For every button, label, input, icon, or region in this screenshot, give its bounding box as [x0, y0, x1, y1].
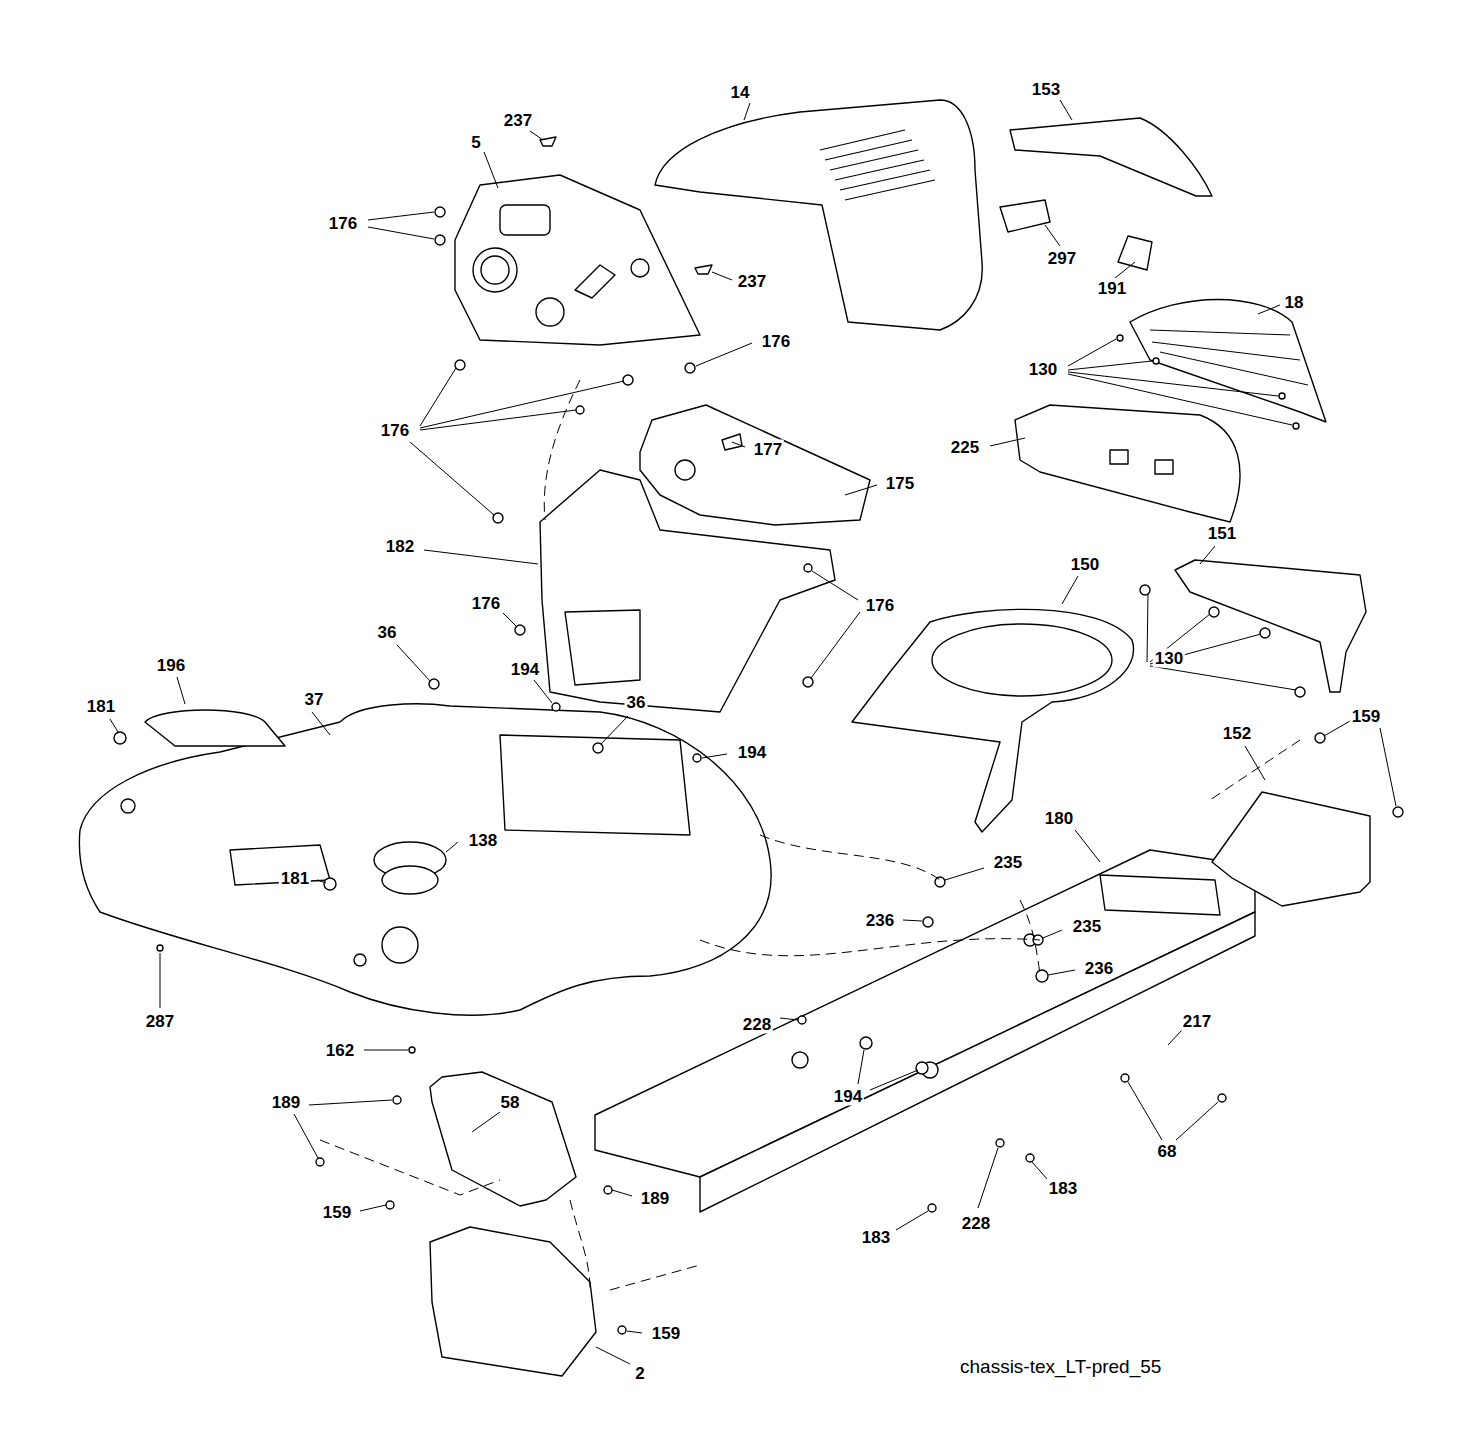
callout-number: 177: [752, 440, 784, 459]
callout-number: 58: [499, 1093, 522, 1112]
callout-number: 175: [884, 474, 916, 493]
leader-lines: [110, 100, 1396, 1364]
callout-number: 14: [729, 83, 752, 102]
callout-number: 217: [1181, 1012, 1213, 1031]
callout-number: 162: [324, 1041, 356, 1060]
callout-number: 237: [736, 272, 768, 291]
callout-number: 181: [279, 869, 311, 888]
callout-number: 235: [992, 853, 1024, 872]
callout-number: 176: [760, 332, 792, 351]
callout-number: 183: [1047, 1179, 1079, 1198]
callout-number: 236: [1083, 959, 1115, 978]
callout-number: 181: [85, 697, 117, 716]
callout-number: 287: [144, 1012, 176, 1031]
callout-number: 189: [270, 1093, 302, 1112]
callout-number: 297: [1046, 249, 1078, 268]
callout-number: 2: [633, 1364, 646, 1383]
callout-number: 196: [155, 656, 187, 675]
callout-number: 176: [327, 214, 359, 233]
callout-number: 159: [321, 1203, 353, 1222]
callout-number: 194: [736, 743, 768, 762]
callout-number: 176: [470, 594, 502, 613]
caption: chassis-tex_LT-pred_55: [960, 1356, 1161, 1378]
callout-number: 153: [1030, 80, 1062, 99]
callout-number: 36: [625, 693, 648, 712]
callout-number: 182: [384, 537, 416, 556]
callout-number: 228: [741, 1015, 773, 1034]
callout-number: 194: [509, 660, 541, 679]
callout-number: 159: [650, 1324, 682, 1343]
callout-number: 18: [1283, 293, 1306, 312]
callout-number: 237: [502, 111, 534, 130]
callout-number: 189: [639, 1189, 671, 1208]
callout-number: 37: [303, 690, 326, 709]
callout-number: 151: [1206, 524, 1238, 543]
callout-number: 194: [832, 1087, 864, 1106]
callout-number: 176: [379, 421, 411, 440]
callout-number: 5: [469, 133, 482, 152]
callout-number: 176: [864, 596, 896, 615]
callout-number: 235: [1071, 917, 1103, 936]
callout-number: 183: [860, 1228, 892, 1247]
callout-number: 36: [376, 623, 399, 642]
callout-number: 159: [1350, 707, 1382, 726]
callout-number: 130: [1027, 360, 1059, 379]
callout-number: 130: [1153, 649, 1185, 668]
callout-number: 68: [1156, 1142, 1179, 1161]
callout-number: 191: [1096, 279, 1128, 298]
parts: [79, 100, 1403, 1376]
callout-number: 150: [1069, 555, 1101, 574]
callout-number: 180: [1043, 809, 1075, 828]
callout-number: 138: [467, 831, 499, 850]
callout-number: 228: [960, 1214, 992, 1233]
callout-number: 225: [949, 438, 981, 457]
callout-number: 236: [864, 911, 896, 930]
assembly-lines: [320, 380, 1300, 1290]
callout-number: 152: [1221, 724, 1253, 743]
